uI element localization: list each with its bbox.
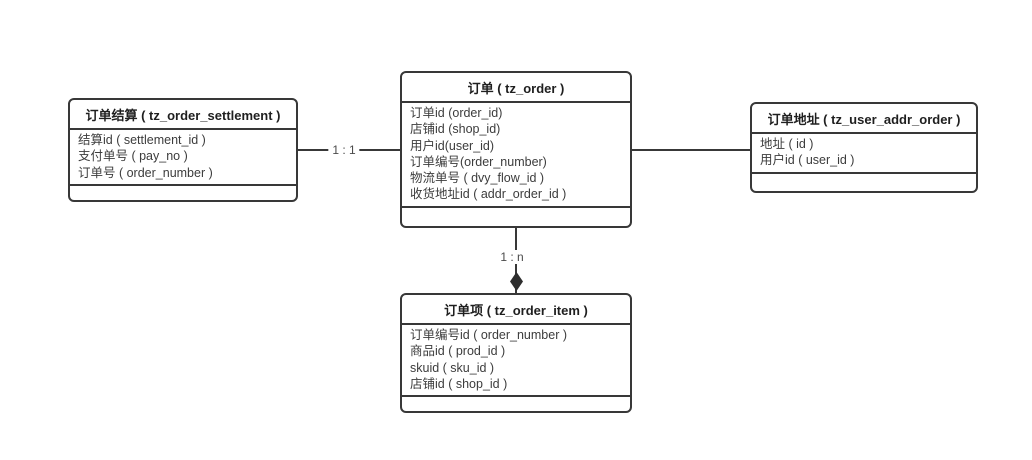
entity-field: 订单编号id ( order_number ) xyxy=(410,328,567,342)
entity-field: 支付单号 ( pay_no ) xyxy=(78,149,188,164)
entity-field: 收货地址id ( addr_order_id ) xyxy=(410,187,567,202)
diamond-arrowhead-icon xyxy=(510,272,523,291)
entity-field: 商品id ( prod_id ) xyxy=(410,344,506,359)
entity-field: 用户id(user_id) xyxy=(410,138,495,153)
entity-order[interactable]: 订单 ( tz_order ) 订单id (order_id) 店铺id (sh… xyxy=(400,71,632,228)
entity-field: skuid ( sku_id ) xyxy=(410,360,495,375)
entity-footer xyxy=(402,205,630,226)
entity-field: 订单号 ( order_number ) xyxy=(78,165,213,180)
entity-field: 地址 ( id ) xyxy=(760,137,814,151)
entity-footer xyxy=(70,183,296,200)
entity-order-address[interactable]: 订单地址 ( tz_user_addr_order ) 地址 ( id ) 用户… xyxy=(750,102,978,193)
entity-field: 订单编号(order_number) xyxy=(410,154,547,169)
entity-field: 用户id ( user_id ) xyxy=(760,153,855,168)
connector-order-address[interactable] xyxy=(632,149,750,151)
entity-field: 订单id (order_id) xyxy=(410,106,503,120)
entity-title: 订单项 ( tz_order_item ) xyxy=(402,295,630,325)
entity-title: 订单 ( tz_order ) xyxy=(402,73,630,103)
entity-field: 结算id ( settlement_id ) xyxy=(78,133,206,147)
entity-field-list: 订单编号id ( order_number ) 商品id ( prod_id )… xyxy=(402,325,630,395)
entity-title: 订单结算 ( tz_order_settlement ) xyxy=(70,100,296,130)
entity-field-list: 订单id (order_id) 店铺id (shop_id) 用户id(user… xyxy=(402,103,630,206)
entity-title: 订单地址 ( tz_user_addr_order ) xyxy=(752,104,976,134)
entity-field: 店铺id (shop_id) xyxy=(410,122,501,137)
entity-field-list: 结算id ( settlement_id ) 支付单号 ( pay_no ) 订… xyxy=(70,130,296,184)
entity-order-item[interactable]: 订单项 ( tz_order_item ) 订单编号id ( order_num… xyxy=(400,293,632,413)
entity-field: 物流单号 ( dvy_flow_id ) xyxy=(410,171,545,186)
entity-footer xyxy=(752,171,976,191)
entity-field-list: 地址 ( id ) 用户id ( user_id ) xyxy=(752,134,976,172)
entity-order-settlement[interactable]: 订单结算 ( tz_order_settlement ) 结算id ( sett… xyxy=(68,98,298,202)
cardinality-label-1-1: 1 : 1 xyxy=(328,143,360,157)
entity-footer xyxy=(402,395,630,411)
cardinality-label-1-n: 1 : n xyxy=(496,250,528,264)
entity-field: 店铺id ( shop_id ) xyxy=(410,376,508,391)
